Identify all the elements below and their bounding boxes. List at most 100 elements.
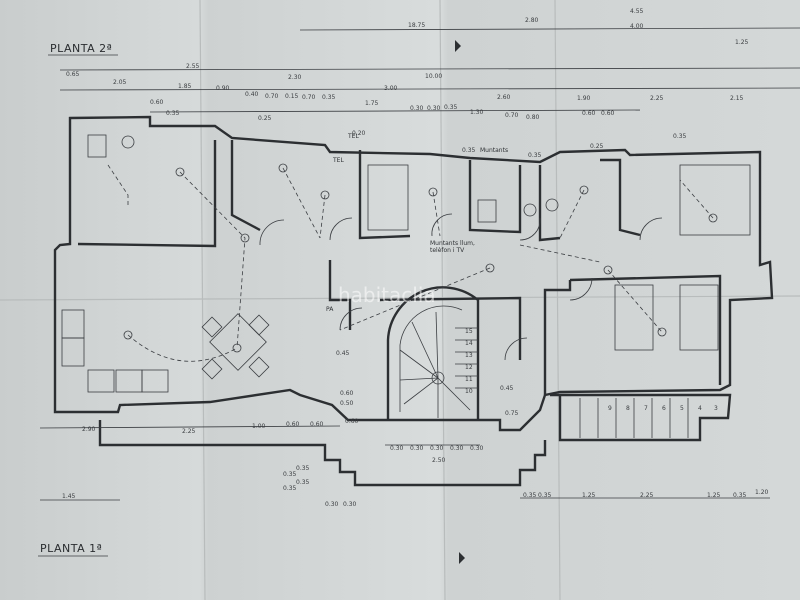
paper-fold <box>0 295 800 301</box>
stair-step-number: 12 <box>465 364 473 371</box>
dimension-label: 0.30 <box>343 501 357 508</box>
bed-outline <box>367 164 409 231</box>
dimension-label: 1.30 <box>470 109 484 116</box>
dimension-label: 0.20 <box>352 130 366 137</box>
dimension-label: 1.90 <box>577 95 591 102</box>
stair-step-number: 7 <box>644 405 648 412</box>
sofa-cushion <box>61 309 85 339</box>
bed-outline <box>614 284 654 351</box>
section-marker-icon <box>455 40 461 52</box>
stair-step-number: 14 <box>465 340 473 347</box>
wiring-line <box>127 334 238 362</box>
dimension-label: 0.60 <box>345 418 359 425</box>
door-swing <box>504 337 528 361</box>
interior-wall <box>358 150 411 240</box>
dimension-label: 0.30 <box>450 445 464 452</box>
dimension-label: 2.25 <box>640 492 654 499</box>
dimension-label: 0.35 <box>462 147 476 154</box>
wiring-line <box>107 164 129 205</box>
interior-wall <box>77 140 217 248</box>
light-point-icon <box>603 265 613 275</box>
dimension-label: 0.35 <box>528 152 542 159</box>
dimension-label: 1.20 <box>755 489 769 496</box>
dimension-label: 0.50 <box>340 400 354 407</box>
dimension-label: 2.25 <box>650 95 664 102</box>
dimension-label: 1.45 <box>62 493 76 500</box>
dimension-label: 0.40 <box>245 91 259 98</box>
stair-tread <box>399 349 439 379</box>
dimension-label: 0.60 <box>310 421 324 428</box>
dimension-label: 1.85 <box>178 83 192 90</box>
bathroom-fixture <box>477 199 497 223</box>
dimension-label: 0.70 <box>265 93 279 100</box>
interior-wall <box>538 165 561 242</box>
light-point-icon <box>657 327 667 337</box>
stair-tread <box>411 321 439 379</box>
dimension-label: 0.60 <box>150 99 164 106</box>
wiring-line <box>282 167 321 239</box>
stair-step-number: 8 <box>626 405 630 412</box>
door-swing <box>339 307 363 331</box>
dimension-label: 4.00 <box>630 23 644 30</box>
stair-step-number: 4 <box>698 405 702 412</box>
dimension-label: 0.35 <box>166 110 180 117</box>
dimension-label: 0.70 <box>302 94 316 101</box>
stair-tread <box>399 377 439 381</box>
dimension-line <box>149 109 641 113</box>
risers-label: telèfon i TV <box>430 247 465 254</box>
wiring-line <box>679 179 714 219</box>
bathroom-fixture <box>87 134 107 158</box>
light-point-icon <box>240 233 250 243</box>
toilet <box>121 135 135 149</box>
dimension-label: 1.25 <box>582 492 596 499</box>
dining-chair <box>201 316 223 338</box>
dimension-label: 1.25 <box>735 39 749 46</box>
wiring-line <box>519 244 601 263</box>
dimension-label: 0.35 <box>283 485 297 492</box>
dimension-label: 0.60 <box>582 110 596 117</box>
dimension-label: 0.35 <box>296 465 310 472</box>
dimension-label: 4.55 <box>630 8 644 15</box>
paper-fold <box>199 0 206 600</box>
dimension-label: 2.50 <box>432 457 446 464</box>
dining-table <box>209 313 267 371</box>
dimension-label: 0.35 <box>733 492 747 499</box>
bed-outline <box>679 164 751 236</box>
dimension-label: 0.35 <box>444 104 458 111</box>
dimension-label: 2.15 <box>730 95 744 102</box>
sofa-cushion <box>115 369 143 393</box>
dimension-label: 2.80 <box>525 17 539 24</box>
dimension-label: 0.35 <box>523 492 537 499</box>
interior-wall <box>569 274 722 385</box>
dimension-label: 0.30 <box>430 445 444 452</box>
dimension-line <box>39 425 341 429</box>
dimension-label: 0.60 <box>340 390 354 397</box>
dimension-label: 2.25 <box>182 428 196 435</box>
stair-tread <box>435 311 439 379</box>
dimension-label: 18.75 <box>408 22 425 29</box>
dimension-label: 0.45 <box>336 350 350 357</box>
stair-tread <box>403 377 439 405</box>
risers-label: Muntants <box>480 147 508 154</box>
dimension-label: 0.30 <box>470 445 484 452</box>
dimension-label: 2.30 <box>288 74 302 81</box>
exterior-wall <box>53 115 774 432</box>
dimension-label: 2.05 <box>113 79 127 86</box>
stair-step-number: 11 <box>465 376 473 383</box>
dimension-label: 1.75 <box>365 100 379 107</box>
terrace-outline <box>98 420 547 487</box>
dimension-label: 0.35 <box>673 133 687 140</box>
light-point-icon <box>320 190 330 200</box>
plan-title-upper: PLANTA 2ª <box>50 42 112 55</box>
dimension-label: 0.25 <box>590 143 604 150</box>
stair-step-number: 13 <box>465 352 473 359</box>
light-point-icon <box>175 167 185 177</box>
dimension-line <box>59 87 800 91</box>
stair-step-number: 9 <box>608 405 612 412</box>
door-swing <box>519 217 541 241</box>
light-point-icon <box>708 213 718 223</box>
light-point-icon <box>485 263 495 273</box>
dimension-label: 0.30 <box>427 105 441 112</box>
